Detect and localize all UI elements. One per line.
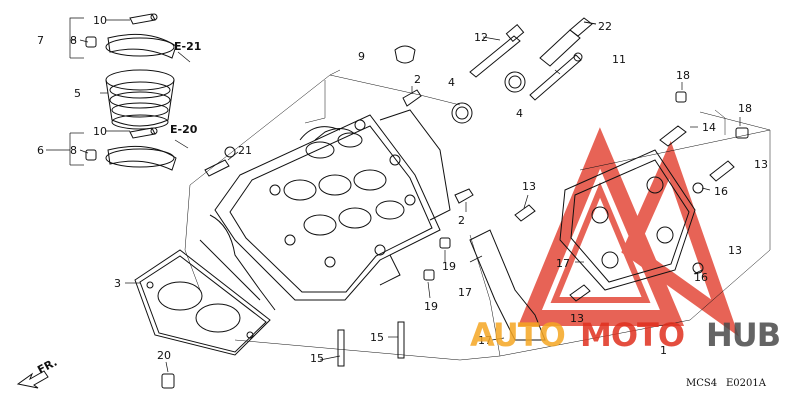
watermark-logo: AUTO MOTO HUB — [470, 316, 781, 354]
callout-11: 11 — [612, 53, 626, 66]
cylinder-head — [199, 109, 451, 311]
callout-19-upper: 19 — [442, 260, 456, 273]
watermark-hub: HUB — [706, 316, 780, 354]
callout-18-right: 18 — [738, 102, 752, 115]
callout-2-mid: 2 — [458, 214, 465, 227]
callout-8-top: 8 — [70, 34, 77, 47]
callout-6: 6 — [37, 144, 44, 157]
callout-5: 5 — [74, 87, 81, 100]
watermark-moto: MOTO — [580, 316, 684, 354]
clamp-lower — [85, 127, 177, 171]
clamp-upper — [85, 13, 177, 59]
front-arrow: FR. — [16, 356, 59, 389]
model-code: MCS4 — [686, 378, 717, 389]
callout-4-right: 4 — [516, 107, 523, 120]
callout-18-left: 18 — [676, 69, 690, 82]
callout-7: 7 — [37, 34, 44, 47]
callout-19-lower: 19 — [424, 300, 438, 313]
studs-and-dowel — [161, 146, 405, 389]
callout-10-lower: 10 — [93, 125, 107, 138]
callout-16-lower: 16 — [694, 271, 708, 284]
leader-lines — [46, 17, 741, 373]
callout-13-c: 13 — [728, 244, 742, 257]
callout-21: 21 — [238, 144, 252, 157]
callout-20: 20 — [157, 349, 171, 362]
callout-2-top: 2 — [414, 73, 421, 86]
callout-17-bottom: 17 — [478, 334, 492, 347]
head-gasket — [134, 249, 271, 356]
callout-16-top: 16 — [714, 185, 728, 198]
callout-8-lower: 8 — [70, 144, 77, 157]
ref-e20: E-20 — [170, 123, 198, 136]
callout-12: 12 — [474, 31, 488, 44]
callout-17-mid: 17 — [458, 286, 472, 299]
callout-9: 9 — [358, 50, 365, 63]
callout-10-top: 10 — [93, 14, 107, 27]
ref-e21: E-21 — [174, 40, 201, 53]
callout-22: 22 — [598, 20, 612, 33]
insulator — [105, 69, 175, 130]
callout-14: 14 — [702, 121, 716, 134]
callout-labels: 10 7 8 5 10 6 8 21 9 12 22 11 4 4 2 18 1… — [37, 14, 768, 365]
callout-3: 3 — [114, 277, 121, 290]
callout-15-right: 15 — [370, 331, 384, 344]
camshaft-holder-group — [423, 149, 696, 341]
watermark-triangle — [518, 127, 739, 337]
callout-13-b: 13 — [522, 180, 536, 193]
callout-1: 1 — [660, 344, 667, 357]
callout-17-right: 17 — [556, 257, 570, 270]
callout-13-d: 13 — [570, 312, 584, 325]
callout-4-left: 4 — [448, 76, 455, 89]
callout-15-left: 15 — [310, 352, 324, 365]
figure-code: E0201A — [726, 378, 767, 389]
front-label: FR. — [35, 356, 59, 377]
watermark-auto: AUTO — [470, 316, 565, 354]
callout-13-a: 13 — [754, 158, 768, 171]
